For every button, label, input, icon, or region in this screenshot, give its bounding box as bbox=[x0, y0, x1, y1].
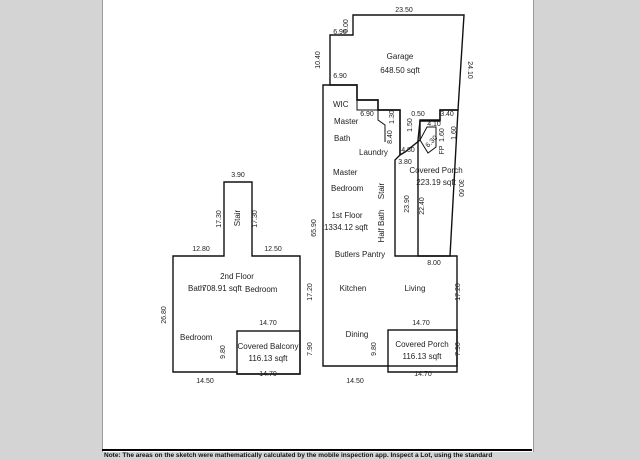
half-bath-label: Half Bath bbox=[377, 210, 386, 243]
area-calculation-note: Note: The areas on the sketch were mathe… bbox=[104, 452, 493, 459]
dim-3060: 30.60 bbox=[457, 179, 464, 197]
master-bath-label-2: Bath bbox=[334, 134, 350, 143]
floor2-outline bbox=[172, 181, 301, 375]
dim2-1280: 12.80 bbox=[192, 246, 210, 253]
dim2-980: 9.80 bbox=[220, 345, 227, 359]
dim-380: 3.80 bbox=[398, 159, 412, 166]
floor2-name: 2nd Floor bbox=[220, 272, 254, 281]
dim-bottom-1470: 14.70 bbox=[414, 371, 432, 378]
floor1-name: 1st Floor bbox=[331, 211, 362, 220]
master-bedroom-label-1: Master bbox=[333, 168, 358, 177]
dim-2390: 23.90 bbox=[404, 195, 411, 213]
master-bath-label-1: Master bbox=[334, 117, 359, 126]
dim-480: 4.80 bbox=[401, 147, 415, 154]
dim-2240: 22.40 bbox=[419, 197, 426, 215]
stair-label: Stair bbox=[377, 182, 386, 199]
garage-area: 648.50 sqft bbox=[380, 66, 420, 75]
dim2-bottom-1450: 14.50 bbox=[196, 378, 214, 385]
floor2-stair-label: Stair bbox=[233, 209, 242, 226]
dim-410: 4.10 bbox=[427, 121, 441, 128]
floor2-area: 708.91 sqft bbox=[202, 284, 242, 293]
dim-top: 23.50 bbox=[395, 7, 413, 14]
floor2-walls bbox=[172, 181, 301, 375]
covered-balcony-outline bbox=[236, 330, 301, 375]
dim2-stair-left: 17.30 bbox=[216, 210, 223, 228]
fp-label: FP bbox=[439, 145, 446, 154]
dim-340: 3.40 bbox=[440, 111, 454, 118]
covered-porch-bottom-outline bbox=[387, 329, 458, 367]
dim2-1470: 14.70 bbox=[259, 320, 277, 327]
floor1-walls bbox=[322, 14, 465, 373]
fp-box bbox=[419, 126, 437, 154]
dim-050: 0.50 bbox=[411, 111, 425, 118]
covered-porch-top-area: 223.19 sqft bbox=[416, 178, 456, 187]
floor2-dimensions: 3.90 17.30 17.30 12.80 12.50 26.80 17.20… bbox=[161, 172, 314, 385]
laundry-label: Laundry bbox=[359, 148, 388, 157]
dim-690c: 6.90 bbox=[360, 111, 374, 118]
dim-790: 7.90 bbox=[455, 342, 462, 356]
sketch-sheet bbox=[102, 0, 534, 452]
dining-label: Dining bbox=[346, 330, 369, 339]
dim-840: 8.40 bbox=[387, 130, 394, 144]
floor1-dimensions: 23.50 6.00 6.90 10.40 24.10 6.90 6.90 1.… bbox=[311, 7, 473, 385]
floor2-labels: 2nd Floor 708.91 sqft Bath Bedroom Bedro… bbox=[180, 209, 298, 363]
dim-690b: 6.90 bbox=[333, 73, 347, 80]
butlers-pantry-label: Butlers Pantry bbox=[335, 250, 385, 259]
main-floor-outline bbox=[322, 84, 458, 373]
dim-left-1040: 10.40 bbox=[315, 51, 322, 69]
floor2-bedroom-b-label: Bedroom bbox=[245, 285, 278, 294]
floor2-bath-label: Bath bbox=[188, 284, 204, 293]
covered-porch-bottom-area: 116.13 sqft bbox=[403, 352, 443, 361]
dim-bottom-1450: 14.50 bbox=[346, 378, 364, 385]
dim2-right-1720: 17.20 bbox=[307, 283, 314, 301]
covered-balcony-area: 116.13 sqft bbox=[249, 354, 289, 363]
covered-porch-top-outline bbox=[417, 109, 459, 257]
dim-left-6590: 65.90 bbox=[311, 219, 318, 237]
covered-porch-bottom-label: Covered Porch bbox=[395, 340, 448, 349]
living-label: Living bbox=[405, 284, 426, 293]
covered-balcony-label: Covered Balcony bbox=[238, 342, 299, 351]
dim-1720: 17.20 bbox=[455, 283, 462, 301]
dim2-1250: 12.50 bbox=[264, 246, 282, 253]
floor2-bedroom-a-label: Bedroom bbox=[180, 333, 213, 342]
dim-630: 6.30 bbox=[425, 135, 440, 150]
master-bedroom-label-2: Bedroom bbox=[331, 184, 364, 193]
garage-label: Garage bbox=[387, 52, 414, 61]
floor1-labels: Garage 648.50 sqft WIC Master Bath Laund… bbox=[324, 52, 463, 361]
dim-980: 9.80 bbox=[371, 342, 378, 356]
dim-690a: 6.90 bbox=[333, 29, 347, 36]
covered-porch-top-label: Covered Porch bbox=[409, 166, 462, 175]
wic-label: WIC bbox=[333, 100, 349, 109]
dim-600: 6.00 bbox=[343, 19, 350, 33]
dim-right-2410: 24.10 bbox=[466, 61, 473, 79]
dim-800: 8.00 bbox=[427, 260, 441, 267]
dim-130: 1.30 bbox=[389, 110, 396, 124]
dim-160a: 1.60 bbox=[451, 126, 458, 140]
dim2-bottom-1470: 14.70 bbox=[259, 371, 277, 378]
dim2-left-2680: 26.80 bbox=[161, 306, 168, 324]
master-bath-walls bbox=[356, 100, 386, 142]
dim2-stair-right: 17.30 bbox=[252, 210, 259, 228]
floor1-area: 1334.12 sqft bbox=[324, 223, 369, 232]
dim-160b: 1.60 bbox=[439, 128, 446, 142]
dim-1470a: 14.70 bbox=[412, 320, 430, 327]
kitchen-label: Kitchen bbox=[340, 284, 367, 293]
dim2-790: 7.90 bbox=[307, 342, 314, 356]
footer-rule bbox=[102, 449, 532, 451]
dim2-stair-top: 3.90 bbox=[231, 172, 245, 179]
dim-150: 1.50 bbox=[407, 118, 414, 132]
